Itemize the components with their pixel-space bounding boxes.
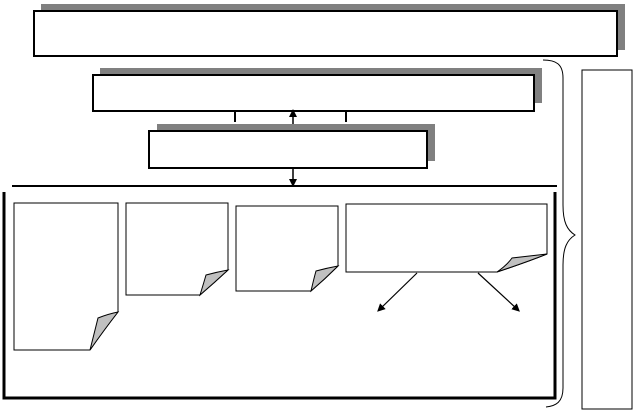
page-1-fold	[89, 311, 120, 351]
page-3-fold	[310, 265, 340, 293]
content-panel	[2, 185, 557, 400]
middle-box-frame	[148, 130, 428, 169]
top-banner	[33, 4, 625, 57]
page-1	[13, 202, 120, 351]
middle-box	[148, 124, 435, 169]
top-banner-box	[33, 10, 618, 57]
second-box	[92, 68, 542, 112]
side-box	[581, 69, 633, 410]
arrow-down-right	[477, 272, 520, 312]
page-2-fold	[199, 269, 230, 297]
arrow-down-left	[377, 272, 418, 312]
wide-page	[345, 203, 548, 273]
curly-brace	[542, 59, 576, 408]
second-box-frame	[92, 74, 535, 112]
page-2	[125, 202, 230, 297]
wide-page-fold	[496, 253, 548, 273]
page-3	[235, 205, 340, 293]
content-panel-frame	[2, 192, 557, 400]
